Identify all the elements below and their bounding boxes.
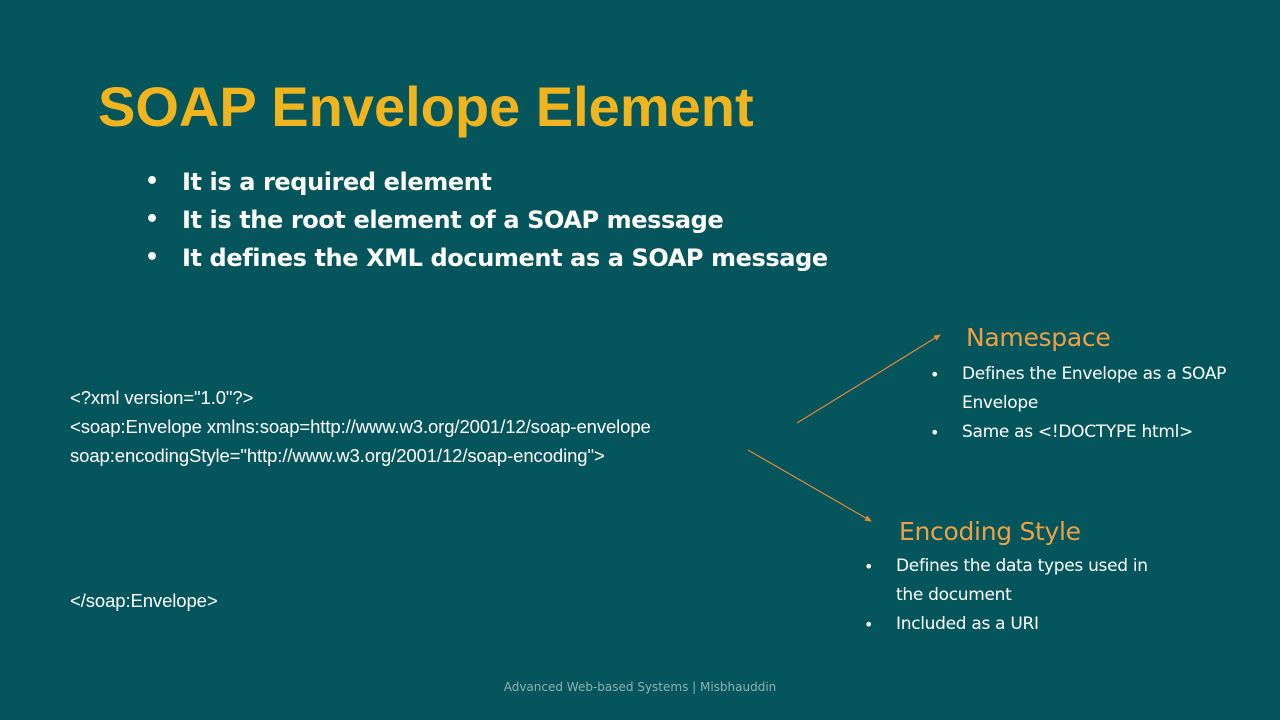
code-line-envelope-namespace: <soap:Envelope xmlns:soap=http://www.w3.… bbox=[70, 416, 651, 437]
encoding-style-item: Included as a URI bbox=[864, 610, 1164, 639]
code-line-envelope-close: </soap:Envelope> bbox=[70, 590, 218, 611]
encoding-style-item: Defines the data types used in the docum… bbox=[864, 552, 1164, 610]
code-line-xml-declaration: <?xml version="1.0"?> bbox=[70, 387, 254, 408]
bullet-item: It is a required element bbox=[145, 163, 828, 201]
main-bullet-list: It is a required element It is the root … bbox=[145, 163, 828, 277]
namespace-arrow bbox=[796, 334, 941, 424]
namespace-heading: Namespace bbox=[966, 323, 1111, 352]
code-line-encoding-style: soap:encodingStyle="http://www.w3.org/20… bbox=[70, 445, 605, 466]
slide-footer: Advanced Web-based Systems | Misbhauddin bbox=[503, 680, 777, 694]
namespace-item: Same as <!DOCTYPE html> bbox=[930, 418, 1250, 447]
encoding-style-list: Defines the data types used in the docum… bbox=[864, 552, 1164, 639]
encoding-style-arrow bbox=[747, 449, 872, 522]
namespace-list: Defines the Envelope as a SOAP Envelope … bbox=[930, 360, 1250, 447]
bullet-item: It defines the XML document as a SOAP me… bbox=[145, 239, 828, 277]
slide-title: SOAP Envelope Element bbox=[98, 75, 754, 138]
bullet-item: It is the root element of a SOAP message bbox=[145, 201, 828, 239]
encoding-style-heading: Encoding Style bbox=[899, 517, 1081, 546]
namespace-item: Defines the Envelope as a SOAP Envelope bbox=[930, 360, 1250, 418]
